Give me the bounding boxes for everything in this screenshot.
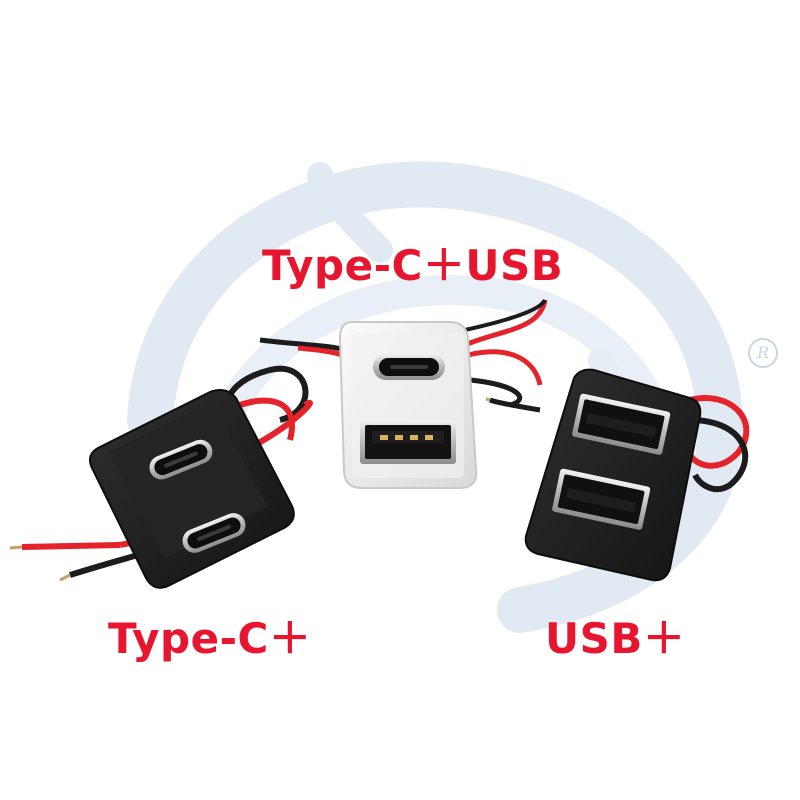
registered-trademark-mark: R [748,338,778,368]
usb-a-port-upper [572,393,671,455]
module-type-c-dual [9,365,313,589]
label-usb: USB＋ [545,614,686,663]
module-usb-dual [485,368,750,582]
type-c-port [373,354,445,380]
usb-a-port-lower [552,468,651,530]
module-type-c-usb [259,298,548,489]
label-type-c-usb: Type-C＋USB [262,241,564,290]
usb-a-port [360,420,456,464]
type-c-port-lower [182,513,246,553]
type-c-port-upper [149,439,213,480]
label-type-c: Type-C＋ [108,614,312,663]
